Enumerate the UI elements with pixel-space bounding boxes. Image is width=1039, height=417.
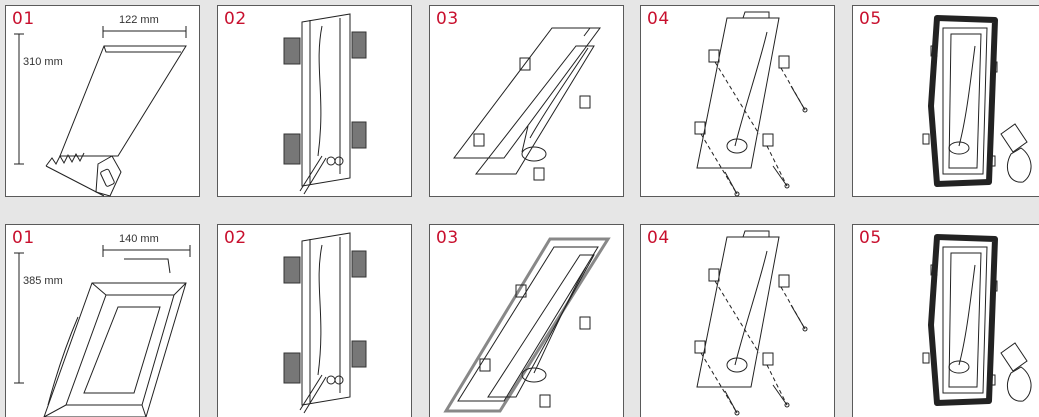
step-panel-row2-03: 03: [429, 224, 624, 417]
step-panel-row2-02: 02: [217, 224, 412, 417]
step-panel-row1-05: 05: [852, 5, 1039, 197]
step-number: 05: [859, 9, 882, 29]
width-dimension-label: 122 mm: [119, 14, 159, 26]
ceiling-cutout-icon: [6, 225, 201, 417]
step-number: 01: [12, 228, 35, 248]
plaster-box-cutting-icon: [6, 6, 201, 198]
step-number: 03: [436, 228, 459, 248]
step-panel-row2-05: 05: [852, 224, 1039, 417]
step-panel-row2-01: 01 140 mm 385 mm: [5, 224, 200, 417]
step-number: 03: [436, 9, 459, 29]
step-panel-row1-01: 01 122 mm 310 mm: [5, 5, 200, 197]
adhesive-pads-icon: [218, 6, 413, 198]
step-panel-row1-02: 02: [217, 5, 412, 197]
height-dimension-label: 310 mm: [23, 56, 63, 68]
width-dimension-label: 140 mm: [119, 233, 159, 245]
step-number: 04: [647, 9, 670, 29]
step-panel-row1-04: 04: [640, 5, 835, 197]
step-panel-row1-03: 03: [429, 5, 624, 197]
insert-into-wall-icon: [430, 6, 625, 198]
plaster-finishing-icon: [853, 225, 1039, 417]
step-number: 05: [859, 228, 882, 248]
plaster-finishing-icon: [853, 6, 1039, 198]
insert-into-wall-icon: [430, 225, 625, 417]
step-number: 02: [224, 228, 247, 248]
screw-fixing-icon: [641, 6, 836, 198]
step-panel-row2-04: 04: [640, 224, 835, 417]
height-dimension-label: 385 mm: [23, 275, 63, 287]
step-number: 02: [224, 9, 247, 29]
step-number: 01: [12, 9, 35, 29]
step-number: 04: [647, 228, 670, 248]
screw-fixing-icon: [641, 225, 836, 417]
adhesive-pads-icon: [218, 225, 413, 417]
